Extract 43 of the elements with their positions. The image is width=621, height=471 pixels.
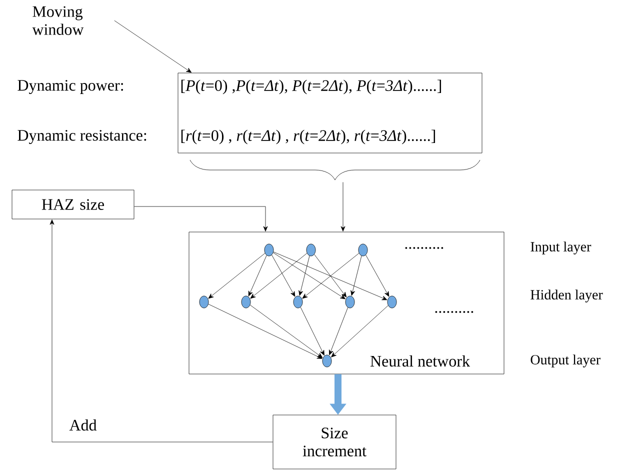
row-label: Dynamic resistance:: [18, 130, 146, 144]
arrow: [350, 256, 362, 296]
ellipsis: ..........: [405, 247, 444, 249]
arrow: [273, 252, 346, 300]
layer-label: Output layer: [530, 354, 600, 368]
arrow: [298, 256, 310, 296]
layer-label: Hidden layer: [530, 290, 603, 302]
neuron-circle: [358, 244, 368, 256]
arrow: [50, 220, 273, 442]
neuron-circle: [199, 296, 209, 308]
leader-arrow: [114, 20, 192, 73]
arrow: [329, 307, 348, 356]
arrow: [366, 254, 390, 297]
neuron-circle: [322, 354, 332, 368]
arrow: [273, 252, 388, 300]
arrow: [134, 206, 268, 232]
arrow: [302, 253, 360, 299]
arrow: [272, 254, 296, 297]
arrow: [250, 304, 323, 358]
ellipsis: ..........: [435, 311, 474, 313]
arrow: [314, 254, 347, 298]
label-text: Moving window: [32, 6, 84, 35]
neuron-circle: [387, 296, 397, 308]
sequence-text: [P(t=0) ,P(t=Δt), P(t=2Δt), P(t=3Δt)......]: [181, 80, 441, 94]
arrow: [340, 182, 346, 232]
neuron-circle: [345, 296, 355, 308]
neuron-circle: [306, 244, 316, 256]
sequence-text: [r(t=0) , r(t=Δt) , r(t=2Δt), r(t=3Δt)......]: [181, 130, 435, 144]
edge-label: Add: [68, 418, 98, 432]
process-box: HAZ size: [12, 190, 134, 220]
layer-label: Input layer: [530, 242, 592, 254]
arrow: [208, 253, 266, 299]
window-frame: [178, 72, 482, 154]
process-box: Size increment: [272, 414, 396, 470]
arrow: [248, 255, 267, 296]
neuron-circle: [293, 296, 303, 308]
arrow: [208, 304, 322, 359]
arrow: [250, 253, 308, 299]
row-label: Dynamic power:: [18, 80, 123, 94]
neuron-circle: [264, 244, 274, 256]
neuron-circle: [241, 296, 251, 308]
arrow: [300, 307, 324, 356]
arrow: [331, 305, 388, 358]
